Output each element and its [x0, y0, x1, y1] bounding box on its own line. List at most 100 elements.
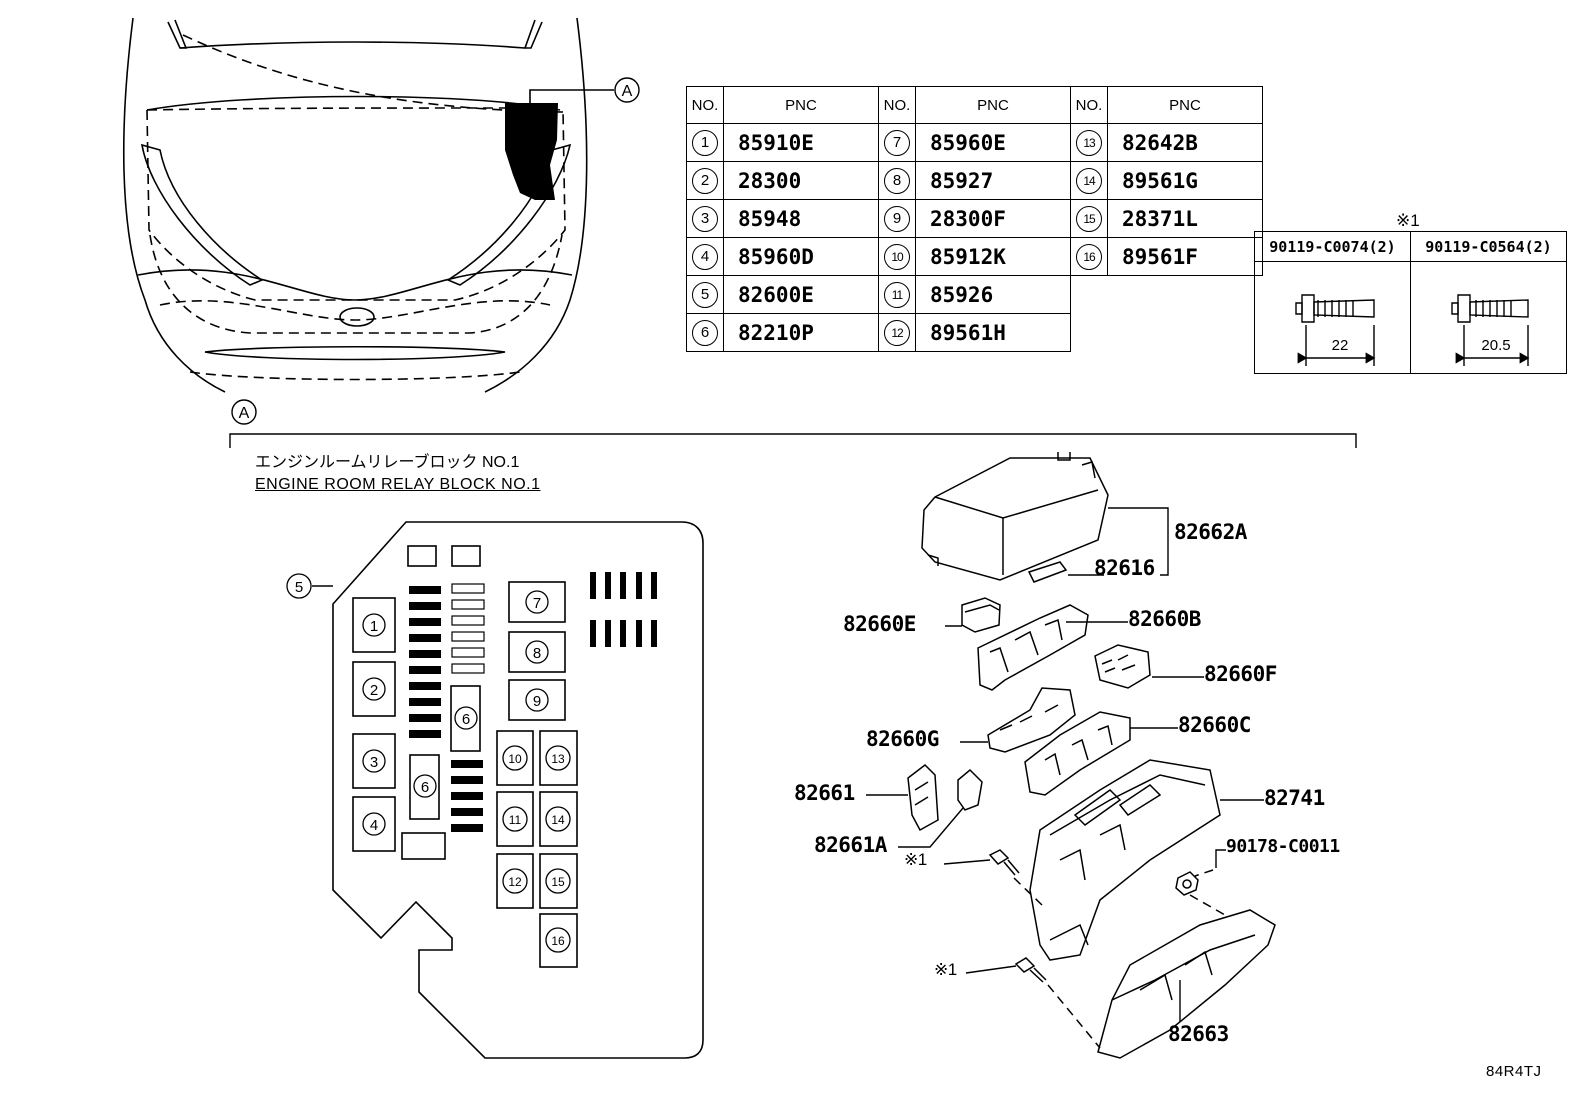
label-82616: 82616 — [1094, 556, 1155, 580]
section-title-jp: エンジンルームリレーブロック NO.1 — [255, 454, 520, 471]
layout-number-circles: 5 1 2 3 4 6 6 7 8 9 10 11 12 13 14 15 16 — [286, 573, 571, 953]
filled-fuses — [409, 572, 657, 832]
bolt-part-2: 90119-C0564(2) — [1410, 231, 1567, 262]
svg-text:A: A — [622, 83, 633, 100]
svg-text:12: 12 — [508, 875, 522, 889]
svg-text:9: 9 — [533, 693, 541, 710]
layout-circle-11: 11 — [502, 806, 528, 832]
relay-block-layout — [312, 521, 704, 1059]
part-82660b — [977, 604, 1089, 691]
table-row: 4 85960D 10 85912K 16 89561F — [686, 237, 1263, 276]
nut-90178 — [1175, 871, 1199, 896]
layout-circle-3: 3 — [362, 749, 386, 773]
pnc-table: NO. PNC NO. PNC NO. PNC 1 85910E 7 85960… — [686, 86, 1263, 352]
bolt-cell-1 — [1254, 261, 1411, 374]
view-callout-a-section: A — [231, 399, 257, 425]
row-number: 2 — [692, 167, 718, 194]
header-pnc: PNC — [1107, 86, 1263, 124]
layout-circle-12: 12 — [502, 868, 528, 894]
svg-text:A: A — [239, 405, 250, 422]
pnc-value: 89561F — [1107, 237, 1263, 276]
row-number: 11 — [884, 281, 910, 308]
row-number: 1 — [692, 129, 718, 156]
pnc-value: 85926 — [915, 275, 1071, 314]
section-title: エンジンルームリレーブロック NO.1 ENGINE ROOM RELAY BL… — [255, 452, 540, 496]
empty-cell — [1071, 314, 1263, 352]
row-number: 7 — [884, 129, 910, 156]
row-number: 10 — [884, 243, 910, 270]
header-no: NO. — [1070, 86, 1108, 124]
part-82661 — [907, 764, 939, 832]
row-number: 16 — [1076, 243, 1102, 270]
view-callout-a-top: A — [614, 77, 640, 103]
table-row: 2 28300 8 85927 14 89561G — [686, 161, 1263, 200]
table-row: 6 82210P 12 89561H — [686, 313, 1263, 352]
svg-text:14: 14 — [551, 813, 565, 827]
layout-circle-10: 10 — [502, 745, 528, 771]
section-bracket — [229, 433, 1357, 448]
svg-text:16: 16 — [551, 934, 565, 948]
label-note1-lower: ※1 — [934, 960, 957, 979]
layout-circle-8: 8 — [525, 640, 549, 664]
layout-circle-16: 16 — [545, 927, 571, 953]
row-number: 15 — [1076, 205, 1102, 232]
pnc-table-header: NO. PNC NO. PNC NO. PNC — [686, 86, 1263, 124]
label-82661: 82661 — [794, 781, 855, 805]
svg-text:4: 4 — [370, 817, 378, 834]
row-number: 8 — [884, 167, 910, 194]
pnc-value: 89561G — [1107, 161, 1263, 200]
row-number: 6 — [692, 319, 718, 346]
part-small-82616 — [1027, 561, 1068, 583]
bolt-upper — [988, 849, 1020, 876]
part-82741 — [1029, 759, 1221, 961]
label-82660c: 82660C — [1178, 713, 1251, 737]
svg-text:10: 10 — [508, 752, 522, 766]
layout-circle-2: 2 — [362, 677, 386, 701]
part-82660g — [987, 687, 1076, 753]
part-cover — [921, 452, 1109, 581]
svg-text:11: 11 — [509, 813, 522, 827]
svg-text:8: 8 — [533, 645, 541, 662]
pnc-value: 82642B — [1107, 123, 1263, 162]
row-number: 4 — [692, 243, 718, 270]
part-82663 — [1097, 909, 1276, 1059]
pnc-value: 85910E — [723, 123, 879, 162]
label-note1-upper: ※1 — [904, 850, 927, 869]
row-number: 5 — [692, 281, 718, 308]
empty-cell — [1071, 276, 1263, 314]
part-82660e — [961, 597, 1001, 633]
header-no: NO. — [878, 86, 916, 124]
bolt-note-mark: ※1 — [1396, 211, 1420, 230]
header-pnc: PNC — [915, 86, 1071, 124]
bolt-lower — [1014, 957, 1047, 983]
label-82660b: 82660B — [1128, 607, 1201, 631]
exploded-view — [907, 452, 1276, 1059]
svg-text:15: 15 — [551, 875, 565, 889]
label-82741: 82741 — [1264, 786, 1325, 810]
label-90178-c0011: 90178-C0011 — [1226, 836, 1340, 857]
pnc-value: 85948 — [723, 199, 879, 238]
svg-text:1: 1 — [370, 618, 378, 635]
pnc-value: 28371L — [1107, 199, 1263, 238]
part-82661a — [957, 768, 983, 811]
part-82660f — [1094, 644, 1151, 689]
bolt-part-1: 90119-C0074(2) — [1254, 231, 1411, 262]
label-82660g: 82660G — [866, 727, 939, 751]
layout-circle-6b: 6 — [413, 774, 437, 798]
pnc-value: 85912K — [915, 237, 1071, 276]
layout-circle-6a: 6 — [454, 706, 478, 730]
label-82660f: 82660F — [1204, 662, 1277, 686]
header-pnc: PNC — [723, 86, 879, 124]
pnc-value: 85960E — [915, 123, 1071, 162]
table-row: 5 82600E 11 85926 — [686, 275, 1263, 314]
bolt-cell-2 — [1410, 261, 1567, 374]
label-82662a: 82662A — [1174, 520, 1247, 544]
table-row: 3 85948 9 28300F 15 28371L — [686, 199, 1263, 238]
layout-circle-7: 7 — [525, 590, 549, 614]
row-number: 3 — [692, 205, 718, 232]
row-number: 12 — [884, 319, 910, 346]
layout-circle-15: 15 — [545, 868, 571, 894]
row-number: 14 — [1076, 167, 1102, 194]
row-number: 9 — [884, 205, 910, 232]
